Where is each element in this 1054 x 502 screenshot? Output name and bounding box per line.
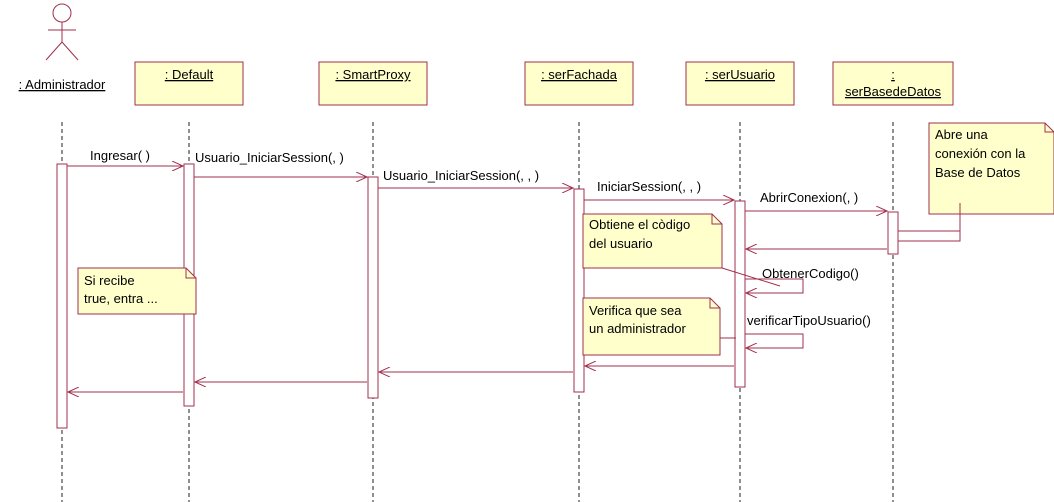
message-obtener-codigo-label: ObtenerCodigo() [762,266,859,281]
object-serusuario: : serUsuario [685,61,795,106]
object-serbasededatos: : serBasedeDatos [832,61,954,106]
note-verifica-admin-line-2: un administrador [589,321,686,336]
object-serbasededatos-label: serBasedeDatos [845,84,942,99]
object-smartproxy: : SmartProxy [318,61,428,106]
object-smartproxy-label: : SmartProxy [335,67,411,82]
note-abre-conexion-link [898,230,961,242]
activation-administrador [56,163,68,429]
message-verificar-tipo-label: verificarTipoUsuario() [747,313,871,328]
message-ingresar-label: Ingresar( ) [90,148,150,163]
message-arrows [67,166,887,392]
note-obtiene-codigo-line-1: Obtiene el còdigo [589,217,690,232]
note-obtiene-codigo-line-2: del usuario [589,236,653,251]
actor-figure [45,3,79,61]
note-si-recibe: Si recibe true, entra ... [77,267,197,315]
message-obtener-codigo-arrow [745,278,804,293]
object-default: : Default [134,61,244,106]
message-usuario-iniciar-1-label: Usuario_IniciarSession(, ) [195,150,344,165]
note-verifica-admin: Verifica que sea un administrador [582,297,721,356]
note-obtiene-codigo: Obtiene el còdigo del usuario [582,213,723,269]
actor-label: : Administrador [19,77,106,92]
object-serusuario-label: : serUsuario [705,67,775,82]
message-usuario-iniciar-2-label: Usuario_IniciarSession(, , ) [383,168,539,183]
note-abre-conexion-line-3: Base de Datos [935,165,1021,180]
activation-serusuario [734,200,746,388]
activation-serfachada [573,188,585,393]
activation-smartproxy [367,176,379,399]
object-serfachada: : serFachada [524,61,634,106]
object-default-label: : Default [165,67,214,82]
note-si-recibe-line-1: Si recibe [84,273,135,288]
message-iniciar-session-label: IniciarSession(, , ) [597,179,701,194]
message-abrir-conexion-label: AbrirConexion(, ) [760,190,858,205]
object-serfachada-label: : serFachada [541,67,618,82]
note-abre-conexion-line-1: Abre una [935,127,989,142]
note-abre-conexion-line-2: conexión con la [935,146,1026,161]
object-serbasededatos-colon: : [891,67,895,82]
note-obtiene-codigo-connector [721,267,781,287]
note-abre-conexion: Abre una conexión con la Base de Datos [928,122,1054,215]
message-verificar-tipo-arrow [745,333,804,348]
activation-serbasededatos [887,211,899,255]
note-si-recibe-line-2: true, entra ... [84,291,158,306]
note-verifica-admin-line-1: Verifica que sea [589,303,682,318]
